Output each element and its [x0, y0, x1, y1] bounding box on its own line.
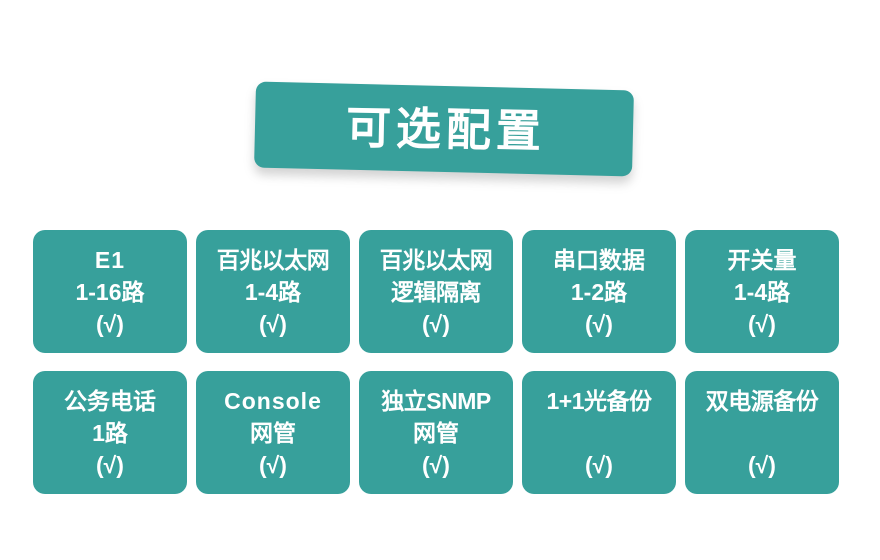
option-card-check: (√)	[585, 451, 613, 478]
option-card-line1: E1	[94, 246, 126, 273]
option-card-line2: 逻辑隔离	[391, 278, 482, 305]
banner-panel: 可选配置	[254, 81, 634, 177]
options-row-2: 公务电话 1路 (√) Console 网管 (√) 独立SNMP 网管 (√)…	[33, 371, 847, 494]
option-card-e1[interactable]: E1 1-16路 (√)	[33, 230, 187, 353]
option-card-line1: 百兆以太网	[216, 246, 330, 273]
option-card-line1: 独立SNMP	[381, 387, 491, 414]
option-card-check: (√)	[748, 451, 776, 478]
option-card-check: (√)	[422, 451, 450, 478]
option-card-line2: 1路	[92, 419, 128, 446]
option-card-fast-ethernet-logical-isolation[interactable]: 百兆以太网 逻辑隔离 (√)	[359, 230, 513, 353]
page-title: 可选配置	[345, 101, 547, 157]
option-card-check: (√)	[96, 451, 124, 478]
option-card-line2: 1-2路	[570, 278, 628, 305]
option-card-optical-backup[interactable]: 1+1光备份 (√)	[522, 371, 676, 494]
option-card-check: (√)	[96, 310, 124, 337]
option-card-check: (√)	[585, 310, 613, 337]
option-card-line2: 1-4路	[244, 278, 302, 305]
option-card-line1: 百兆以太网	[379, 246, 493, 273]
option-card-line1: 公务电话	[64, 387, 156, 414]
option-card-line1: 1+1光备份	[546, 387, 652, 414]
option-card-check: (√)	[422, 310, 450, 337]
option-card-independent-snmp[interactable]: 独立SNMP 网管 (√)	[359, 371, 513, 494]
option-card-console-management[interactable]: Console 网管 (√)	[196, 371, 350, 494]
options-grid: E1 1-16路 (√) 百兆以太网 1-4路 (√) 百兆以太网 逻辑隔离 (…	[33, 230, 847, 512]
option-card-switching-value[interactable]: 开关量 1-4路 (√)	[685, 230, 839, 353]
option-card-serial-data[interactable]: 串口数据 1-2路 (√)	[522, 230, 676, 353]
option-card-check: (√)	[748, 310, 776, 337]
option-card-line1: 双电源备份	[705, 387, 819, 414]
option-card-dual-power-backup[interactable]: 双电源备份 (√)	[685, 371, 839, 494]
option-card-line2: 网管	[250, 419, 296, 446]
option-card-line2: 1-4路	[733, 278, 791, 305]
option-card-line2: 网管	[413, 419, 459, 446]
option-card-line1: Console	[224, 387, 322, 414]
option-card-check: (√)	[259, 451, 287, 478]
option-card-check: (√)	[259, 310, 287, 337]
option-card-line1: 开关量	[727, 246, 797, 273]
option-card-line2: 1-16路	[75, 278, 145, 305]
option-card-service-telephone[interactable]: 公务电话 1路 (√)	[33, 371, 187, 494]
banner: 可选配置	[254, 81, 634, 181]
option-card-line1: 串口数据	[553, 246, 645, 273]
options-row-1: E1 1-16路 (√) 百兆以太网 1-4路 (√) 百兆以太网 逻辑隔离 (…	[33, 230, 847, 353]
option-card-fast-ethernet[interactable]: 百兆以太网 1-4路 (√)	[196, 230, 350, 353]
